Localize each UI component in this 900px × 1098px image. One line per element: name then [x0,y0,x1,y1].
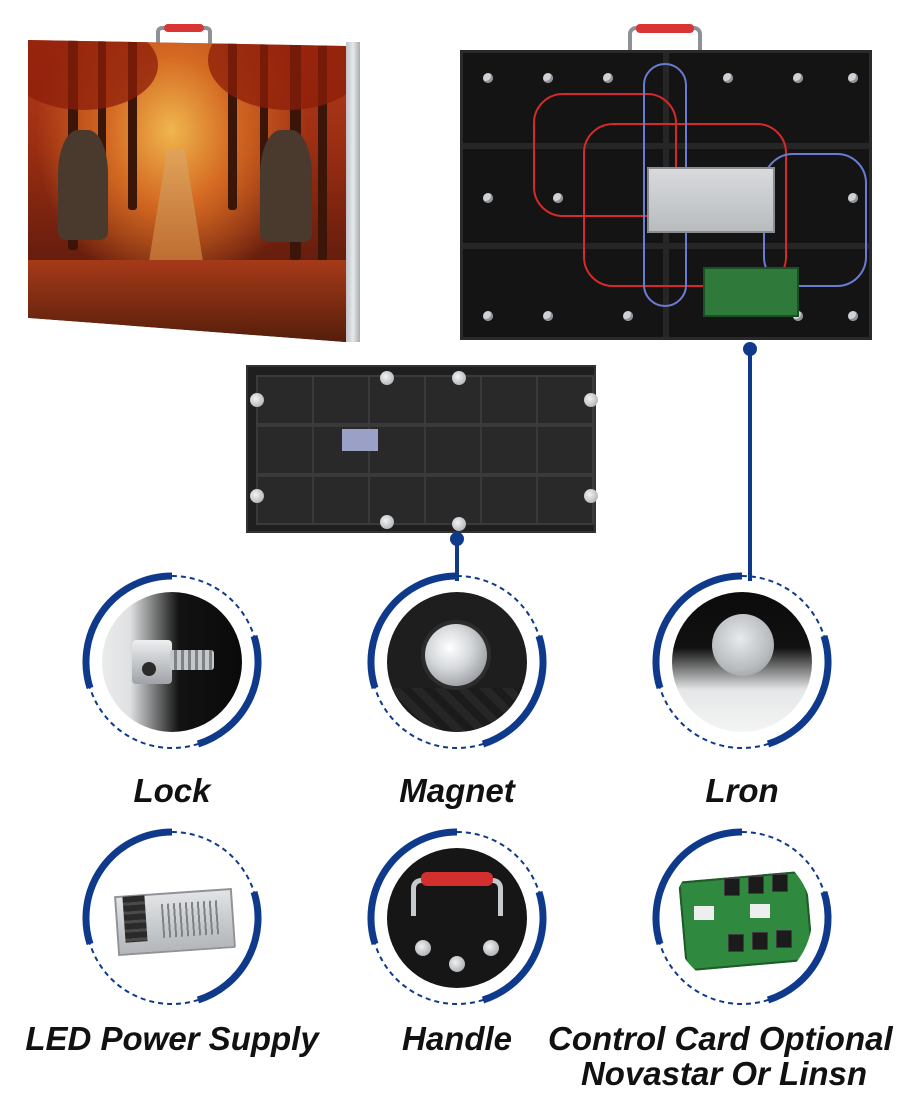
rear-handle-grip [636,24,694,33]
rear-power-supply [647,167,775,233]
module-magnet [250,393,264,407]
power-supply-detail [80,826,264,1010]
power-supply-icon [102,848,242,988]
module-magnet [584,489,598,503]
control-card-icon [672,848,812,988]
iron-plate-icon [672,592,812,732]
lock-icon [102,592,242,732]
front-cabinet-image [28,24,360,345]
front-handle-grip [164,24,204,32]
magnet-detail [365,570,549,754]
rear-cabinet-image [460,24,872,340]
rear-cabinet-body [460,50,872,340]
module-magnet [452,517,466,531]
power-supply-label: LED Power Supply [25,1020,319,1057]
magnet-connector-line [455,533,459,581]
cabinet-side-frame [346,42,360,342]
control-card-label-line2: Novastar Or Linsn [580,1055,868,1092]
handle-label: Handle [401,1020,513,1057]
module-magnet [380,371,394,385]
module-magnet [380,515,394,529]
module-label-sticker [342,429,378,451]
iron-connector-line [748,345,752,581]
magnet-connector-dot [450,532,464,546]
forest-painting [28,40,346,342]
iron-detail [650,570,834,754]
iron-label: Lron [705,772,779,809]
module-magnet [250,489,264,503]
control-card-label-line1: Control Card Optional [548,1020,893,1057]
handle-detail [365,826,549,1010]
iron-connector-dot [743,342,757,356]
lock-detail [80,570,264,754]
rear-control-card [703,267,799,317]
control-card-detail [650,826,834,1010]
led-module-image [246,365,598,533]
module-magnet [584,393,598,407]
magnet-icon [387,592,527,732]
lock-label: Lock [133,772,211,809]
led-module-body [246,365,598,533]
magnet-label: Magnet [399,772,515,809]
module-magnet [452,371,466,385]
handle-icon [387,848,527,988]
